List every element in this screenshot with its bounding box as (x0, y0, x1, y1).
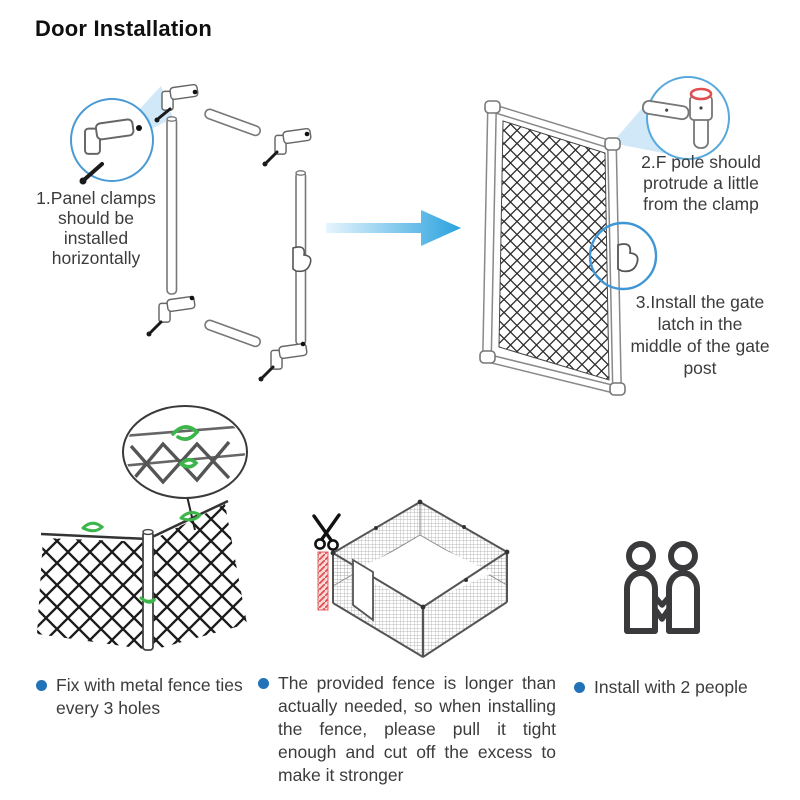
enclosure-illustration (312, 499, 510, 658)
gate-pole (166, 116, 178, 295)
note-text: Fix with metal fence ties every 3 holes (56, 675, 243, 718)
gate-frame (479, 100, 626, 396)
panel-clamp (79, 117, 142, 185)
cut-line-red-strip (317, 551, 329, 611)
note-text: The provided fence is longer than actual… (278, 673, 556, 785)
step-line: 2.F pole should (641, 152, 761, 172)
screw-icon (157, 107, 172, 120)
step-2-caption: 2.F pole should protrude a little from t… (626, 152, 776, 215)
fence-corner-illustration (37, 405, 248, 651)
arrow-right-icon (326, 210, 461, 246)
magnifier-circle (588, 221, 658, 291)
note-text: Install with 2 people (594, 677, 748, 697)
note-fence-ties: Fix with metal fence ties every 3 holes (36, 674, 248, 720)
bullet-icon (36, 680, 47, 691)
screw-icon (265, 150, 279, 164)
panel-clamp (262, 127, 312, 167)
bullet-icon (574, 682, 585, 693)
corner-cap (484, 100, 501, 114)
magnifier-circle (122, 405, 248, 499)
gate-illustration (479, 91, 673, 396)
magnifier-circle (646, 76, 730, 160)
gate-pipe (204, 108, 261, 137)
scissors-icon (312, 513, 341, 551)
panel-clamp (258, 341, 308, 382)
step-line: middle of the gate (630, 336, 770, 356)
step-line: should be (58, 208, 134, 228)
chain-link-mesh (332, 501, 508, 658)
gate-pole (292, 170, 312, 346)
gate-pipe (204, 319, 261, 348)
fence-rail (40, 532, 149, 541)
gate-pipe (641, 99, 690, 121)
step-line: 1.Panel clamps (36, 188, 156, 208)
screw-icon (149, 320, 163, 334)
step-line: from the clamp (643, 194, 759, 214)
magnifier-circle (70, 98, 154, 182)
chain-link-mesh (498, 120, 610, 381)
step-1-caption: 1.Panel clamps should be installed horiz… (26, 188, 166, 268)
step-line: 3.Install the gate (635, 292, 765, 312)
page-title: Door Installation (35, 16, 212, 41)
step-line: latch in the (657, 314, 743, 334)
step-line: horizontally (51, 248, 141, 268)
corner-cap (604, 137, 621, 151)
gate-latch (292, 246, 312, 273)
fpole-detail-magnifier (641, 76, 730, 160)
clamp-assembly-illustration (70, 83, 312, 382)
panel-clamp (154, 83, 199, 123)
note-two-people: Install with 2 people (574, 676, 794, 699)
note-cut-excess: The provided fence is longer than actual… (258, 672, 556, 787)
fence-tie (81, 511, 203, 604)
screw-icon (261, 365, 275, 379)
post-cap (330, 499, 510, 610)
fence-post (142, 528, 154, 651)
chain-link-mesh (148, 504, 247, 650)
f-pole-red-highlight (689, 87, 713, 101)
two-people-icon (624, 541, 700, 634)
corner-cap (609, 382, 626, 396)
bullet-icon (258, 678, 269, 689)
corner-cap (479, 350, 496, 364)
panel-clamp (146, 295, 196, 337)
chain-link-mesh (37, 538, 151, 650)
step-line: installed (63, 228, 129, 248)
enclosure-door (352, 558, 374, 622)
step-line: post (683, 358, 717, 378)
gate-latch (617, 243, 639, 273)
step-3-caption: 3.Install the gate latch in the middle o… (608, 291, 792, 379)
fence-tie (171, 425, 200, 469)
screw-icon (83, 162, 104, 181)
step-line: protrude a little (643, 173, 759, 193)
